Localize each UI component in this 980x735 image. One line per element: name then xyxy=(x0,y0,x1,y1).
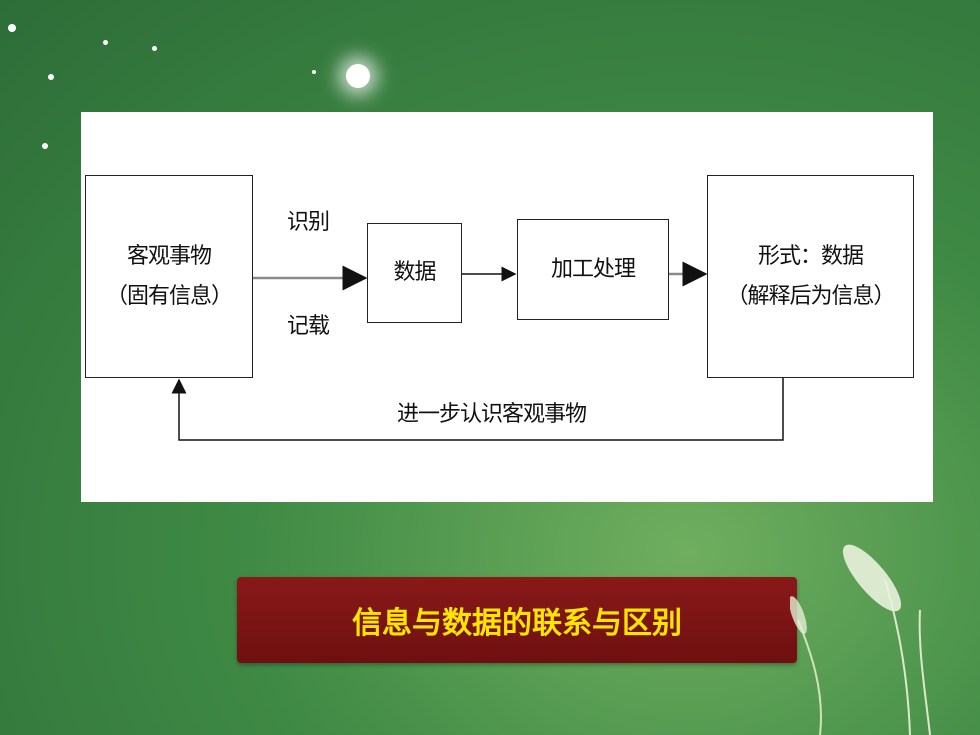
title-banner: 信息与数据的联系与区别 xyxy=(237,577,797,663)
banner-title: 信息与数据的联系与区别 xyxy=(352,606,682,641)
box-processing-label: 加工处理 xyxy=(550,256,636,282)
sparkle xyxy=(152,46,157,51)
label-recognize: 识别 xyxy=(287,210,330,235)
sparkle xyxy=(103,40,108,45)
sparkle xyxy=(42,143,48,149)
feedback-label: 进一步认识客观事物 xyxy=(397,402,587,427)
box-objective-things: 客观事物 （固有信息） xyxy=(85,175,253,378)
grass-decoration xyxy=(790,544,931,735)
label-record: 记载 xyxy=(287,314,330,339)
sparkle xyxy=(346,64,370,88)
box-data-label: 数据 xyxy=(393,260,436,285)
box-processing: 加工处理 xyxy=(517,219,669,320)
sparkle xyxy=(48,74,54,80)
box-form-data: 形式：数据 （解释后为信息） xyxy=(707,175,914,378)
diagram-panel: 客观事物 （固有信息） 识别 记载 数据 加工处理 形式：数据 （解释后为信息）… xyxy=(81,112,933,502)
box-form-data-line2: （解释后为信息） xyxy=(726,283,895,309)
sparkle xyxy=(312,70,316,74)
box-objective-things-line2: （固有信息） xyxy=(105,283,233,309)
box-form-data-line1: 形式：数据 xyxy=(757,243,864,269)
box-data: 数据 xyxy=(367,223,462,323)
box-objective-things-line1: 客观事物 xyxy=(126,243,212,269)
sparkle xyxy=(8,24,16,32)
feedback-loop xyxy=(171,378,784,441)
diagram-connectors xyxy=(171,261,784,441)
